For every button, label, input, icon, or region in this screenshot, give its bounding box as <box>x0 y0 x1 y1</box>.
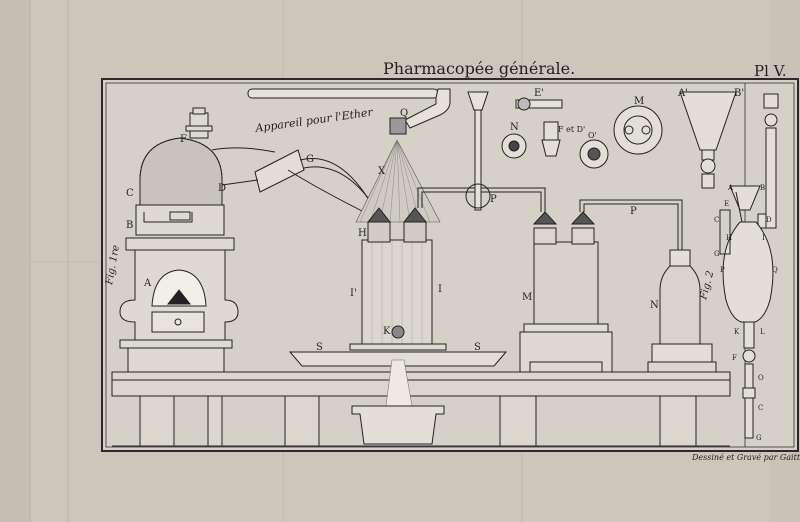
furnace <box>119 204 239 373</box>
label-K: K <box>383 326 391 337</box>
fig2-label-C2: C <box>758 404 763 412</box>
label-A: A <box>143 278 152 289</box>
fig2-letter-labels: A B E D C H I G P Q K L F O C G <box>714 184 778 442</box>
label-N-flask: N <box>650 300 659 311</box>
label-P-pipe: P <box>630 206 637 217</box>
plate-frame-inner <box>105 82 795 448</box>
central-receiver <box>349 207 447 351</box>
fig2-label-H: H <box>726 234 732 242</box>
fig2-label-B: B <box>760 184 765 192</box>
label-M-bottle: M <box>522 292 532 303</box>
label-B-prime: B' <box>734 88 744 99</box>
detail-ring-O <box>579 139 609 169</box>
label-N-ring: N <box>510 122 519 133</box>
engraver-credit: Dessiné et Gravé par Gaitte <box>691 453 800 462</box>
label-I: I <box>438 284 442 295</box>
label-S-left: S <box>316 342 323 353</box>
fig2-label-A: A <box>727 184 734 192</box>
flask <box>647 249 717 373</box>
fig2-label-C: C <box>714 216 719 224</box>
label-F-et-D: F et D' <box>558 125 585 134</box>
fig2-label-L: L <box>760 328 765 336</box>
label-X: X <box>378 166 386 177</box>
fig2-label-G2: G <box>756 434 762 442</box>
label-C: C <box>126 188 134 199</box>
condenser-tube <box>247 88 451 135</box>
label-H: H <box>358 228 367 239</box>
detail-stopcock-E <box>515 97 563 111</box>
fig2-label-K: K <box>734 328 740 336</box>
label-E-prime: E' <box>534 88 544 99</box>
letter-labels: F C D B A G Q X H I' I K S S P P M N E' … <box>126 88 744 353</box>
fig2-label-E: E <box>724 200 729 208</box>
fig2-label-O: O <box>758 374 764 382</box>
label-I-prime: I' <box>350 288 357 299</box>
label-M-disc: M <box>634 96 644 107</box>
fig2-label-Q: Q <box>772 266 778 274</box>
label-D: D <box>218 183 226 194</box>
label-B: B <box>126 220 133 231</box>
fig2-label-I: I <box>762 234 765 242</box>
label-F: F <box>180 134 187 145</box>
plate-title: Pharmacopée générale. <box>383 59 575 78</box>
detail-funnel-AB <box>679 91 737 189</box>
dish <box>288 351 508 367</box>
detail-cap-F <box>541 121 561 157</box>
fig2-label-F: F <box>732 354 737 362</box>
woulfe-bottle <box>519 211 613 373</box>
label-S-right: S <box>474 342 481 353</box>
label-Q: Q <box>400 108 408 119</box>
fig2-label-P: P <box>720 266 725 274</box>
fig2-apparatus <box>719 93 779 439</box>
paper-fold-left <box>0 0 30 522</box>
fig2-label-G: G <box>714 250 720 258</box>
plate-number: Pl V. <box>754 62 787 80</box>
label-P-funnel: P <box>490 194 497 205</box>
label-G: G <box>306 154 314 165</box>
label-O-prime: O' <box>588 131 597 140</box>
bench <box>111 371 731 447</box>
funnel-tube <box>465 91 491 211</box>
connecting-tubes <box>211 147 379 216</box>
spray-fan <box>355 139 441 223</box>
basin <box>351 405 445 445</box>
fig2-label-D: D <box>766 216 772 224</box>
detail-disc-M <box>613 105 663 155</box>
label-A-prime: A' <box>677 88 688 99</box>
detail-ring-N <box>501 133 527 159</box>
still-dome <box>139 107 223 206</box>
